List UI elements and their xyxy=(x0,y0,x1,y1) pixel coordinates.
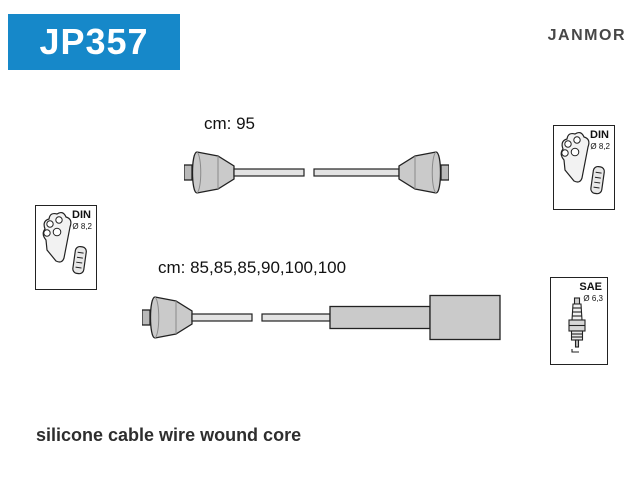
brand-logo: JANMOR xyxy=(547,27,626,44)
badge-diameter-label: Ø 8,2 xyxy=(590,142,610,151)
cable2-length-label: cm: 85,85,85,90,100,100 xyxy=(158,258,347,277)
cable-wire xyxy=(191,313,253,322)
connector-sleeve-icon xyxy=(590,165,605,195)
cable-sleeve xyxy=(329,305,431,330)
connector-sleeve-icon xyxy=(72,245,87,275)
part-number-banner: JP357 xyxy=(8,14,180,70)
din-badge-right: DIN Ø 8,2 xyxy=(553,125,615,210)
cable-end-connector-icon xyxy=(184,151,235,194)
badge-diameter-label: Ø 8,2 xyxy=(72,222,92,231)
coil-connector-block xyxy=(429,294,501,341)
cable-wire xyxy=(313,168,400,177)
distributor-cap-icon xyxy=(42,211,87,275)
spark-plug-icon xyxy=(568,297,586,353)
part-number-text: JP357 xyxy=(39,21,149,62)
sae-badge: SAE Ø 6,3 xyxy=(550,277,608,365)
product-description: silicone cable wire wound core xyxy=(36,425,302,445)
distributor-cap-icon xyxy=(560,131,605,195)
badge-diameter-label: Ø 6,3 xyxy=(583,294,603,303)
ignition-cable-2-icon xyxy=(142,294,501,341)
badge-standard-label: DIN xyxy=(590,129,609,141)
cable-end-connector-icon xyxy=(142,296,193,339)
cable-wire xyxy=(233,168,305,177)
cable-end-connector-icon xyxy=(398,151,449,194)
badge-standard-label: SAE xyxy=(579,281,602,293)
cable-wire xyxy=(261,313,331,322)
cable1-length-label: cm: 95 xyxy=(204,114,256,133)
ignition-cable-1-icon xyxy=(184,151,449,194)
badge-standard-label: DIN xyxy=(72,209,91,221)
din-badge-left: DIN Ø 8,2 xyxy=(35,205,97,290)
